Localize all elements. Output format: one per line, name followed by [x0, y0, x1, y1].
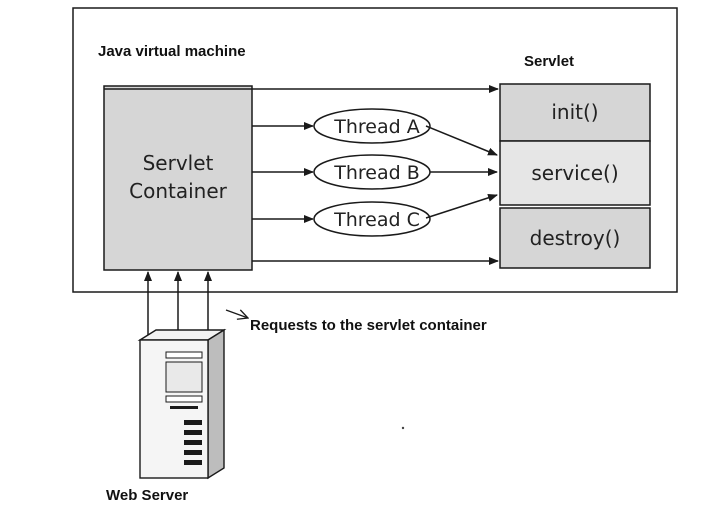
stray-dot	[401, 426, 405, 430]
servlet-container-box	[103, 85, 253, 271]
jvm-label: Java virtual machine	[98, 43, 246, 60]
container-label-line1: Servlet	[143, 151, 214, 175]
init-method-label: init()	[551, 100, 598, 124]
destroy-method-label: destroy()	[530, 226, 621, 250]
init-method-box	[499, 83, 651, 142]
destroy-method-box	[499, 207, 651, 269]
web-server-label: Web Server	[106, 487, 188, 504]
requests-label: Requests to the servlet container	[250, 317, 487, 334]
service-method-label: service()	[531, 161, 618, 185]
service-method-box	[499, 140, 651, 206]
arrow-thread-a-to-service	[425, 125, 498, 156]
thread-c-label: Thread C	[333, 209, 420, 231]
container-label-line2: Container	[129, 179, 228, 203]
thread-c-ellipse	[313, 201, 431, 237]
thread-b-label: Thread B	[333, 162, 420, 184]
thread-a-ellipse	[313, 108, 431, 144]
requests-pointer-arrow	[225, 309, 248, 318]
arrow-thread-c-to-service	[425, 193, 498, 219]
server-icon	[137, 328, 227, 480]
servlet-label: Servlet	[524, 53, 574, 70]
thread-a-label: Thread A	[333, 116, 419, 138]
